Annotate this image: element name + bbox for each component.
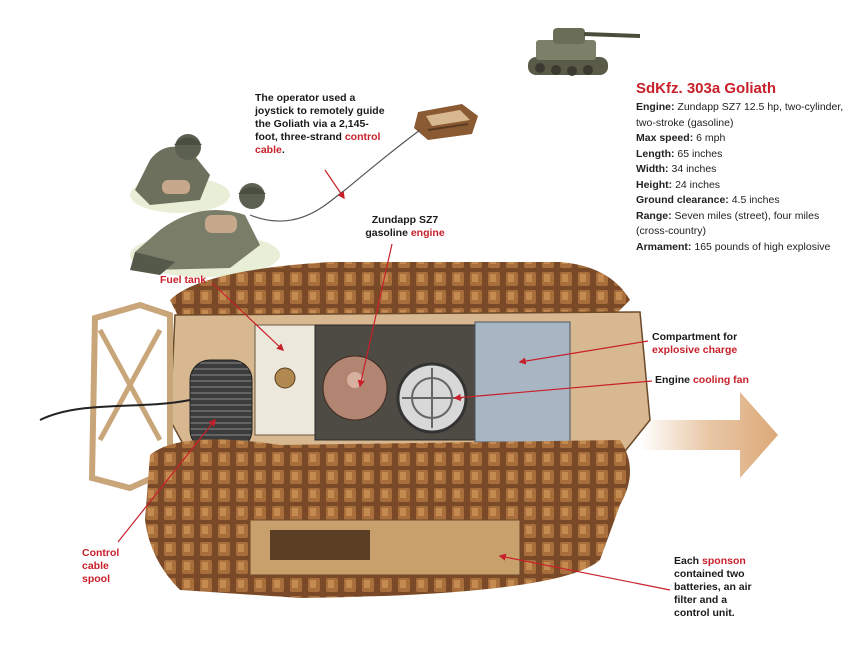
- spec-title: SdKfz. 303a Goliath: [636, 80, 777, 97]
- operator-end: .: [281, 144, 285, 156]
- sponson-text1: Each: [674, 555, 700, 567]
- sponson-label: Each sponson contained two batteries, an…: [674, 555, 764, 620]
- spec-value: 165 pounds of high explosive: [691, 240, 831, 253]
- spec-value: 65 inches: [674, 147, 723, 160]
- spec-value: 4.5 inches: [728, 194, 780, 206]
- spec-row: Armament: 165 pounds of high explosive: [636, 240, 851, 256]
- operator-highlight: control cable: [255, 131, 381, 156]
- spec-key: Range:: [636, 209, 672, 222]
- engine-line1: Zundapp SZ7: [371, 214, 439, 226]
- compartment-label: Compartment for explosive charge: [652, 331, 762, 357]
- spec-row: Engine: Zundapp SZ7 12.5 hp, two-cylinde…: [636, 100, 851, 131]
- spec-row: Width: 34 inches: [636, 162, 851, 178]
- compartment-text: Compartment for: [652, 331, 738, 343]
- spec-value: 24 inches: [672, 178, 721, 191]
- operators-illustration: [130, 134, 280, 277]
- spec-rows: Engine: Zundapp SZ7 12.5 hp, two-cylinde…: [636, 100, 851, 255]
- spec-value: Seven miles (street), four miles (cross-…: [636, 209, 820, 238]
- engine-highlight: engine: [410, 227, 445, 239]
- sponson-highlight: sponson: [702, 555, 746, 567]
- fuel-tank-label: Fuel tank: [160, 274, 207, 286]
- spec-value: Zundapp SZ7 12.5 hp, two-cylinder, two-s…: [636, 101, 844, 129]
- callout-lines: [117, 169, 671, 591]
- spec-panel: SdKfz. 303a Goliath Engine: Zundapp SZ7 …: [636, 80, 851, 255]
- spec-value: 34 inches: [668, 163, 717, 175]
- spec-row: Ground clearance: 4.5 inches: [636, 193, 851, 209]
- spec-key: Length:: [636, 147, 675, 160]
- spec-row: Range: Seven miles (street), four miles …: [636, 209, 851, 240]
- sponson-text2: contained two batteries, an air filter a…: [674, 568, 752, 619]
- operator-text: The operator used a joystick to remotely…: [255, 92, 385, 143]
- compartment-highlight: explosive charge: [652, 344, 738, 356]
- spec-row: Height: 24 inches: [636, 178, 851, 194]
- goliath-illustration: [39, 262, 651, 598]
- spec-key: Engine:: [636, 101, 675, 113]
- cooling-highlight: cooling fan: [692, 374, 749, 386]
- spec-row: Length: 65 inches: [636, 147, 851, 163]
- spool-label: Control cable spool: [82, 547, 120, 585]
- cooling-text: Engine: [655, 374, 691, 386]
- tank-illustration: [528, 28, 641, 76]
- spec-key: Width:: [636, 163, 669, 175]
- direction-arrow: [640, 392, 778, 478]
- spec-value: 6 mph: [693, 132, 726, 144]
- spec-key: Armament:: [636, 240, 692, 253]
- spec-row: Max speed: 6 mph: [636, 131, 851, 147]
- engine-line2: gasoline: [365, 227, 408, 239]
- spec-key: Max speed:: [636, 132, 694, 144]
- spec-key: Height:: [636, 178, 673, 191]
- operator-label: The operator used a joystick to remotely…: [255, 92, 385, 157]
- spec-key: Ground clearance:: [636, 194, 729, 206]
- control-cable-line: [249, 129, 421, 222]
- small-goliath-illustration: [414, 104, 478, 140]
- cooling-fan-label: Engine cooling fan: [655, 374, 749, 387]
- engine-label: Zundapp SZ7 gasoline engine: [360, 214, 450, 240]
